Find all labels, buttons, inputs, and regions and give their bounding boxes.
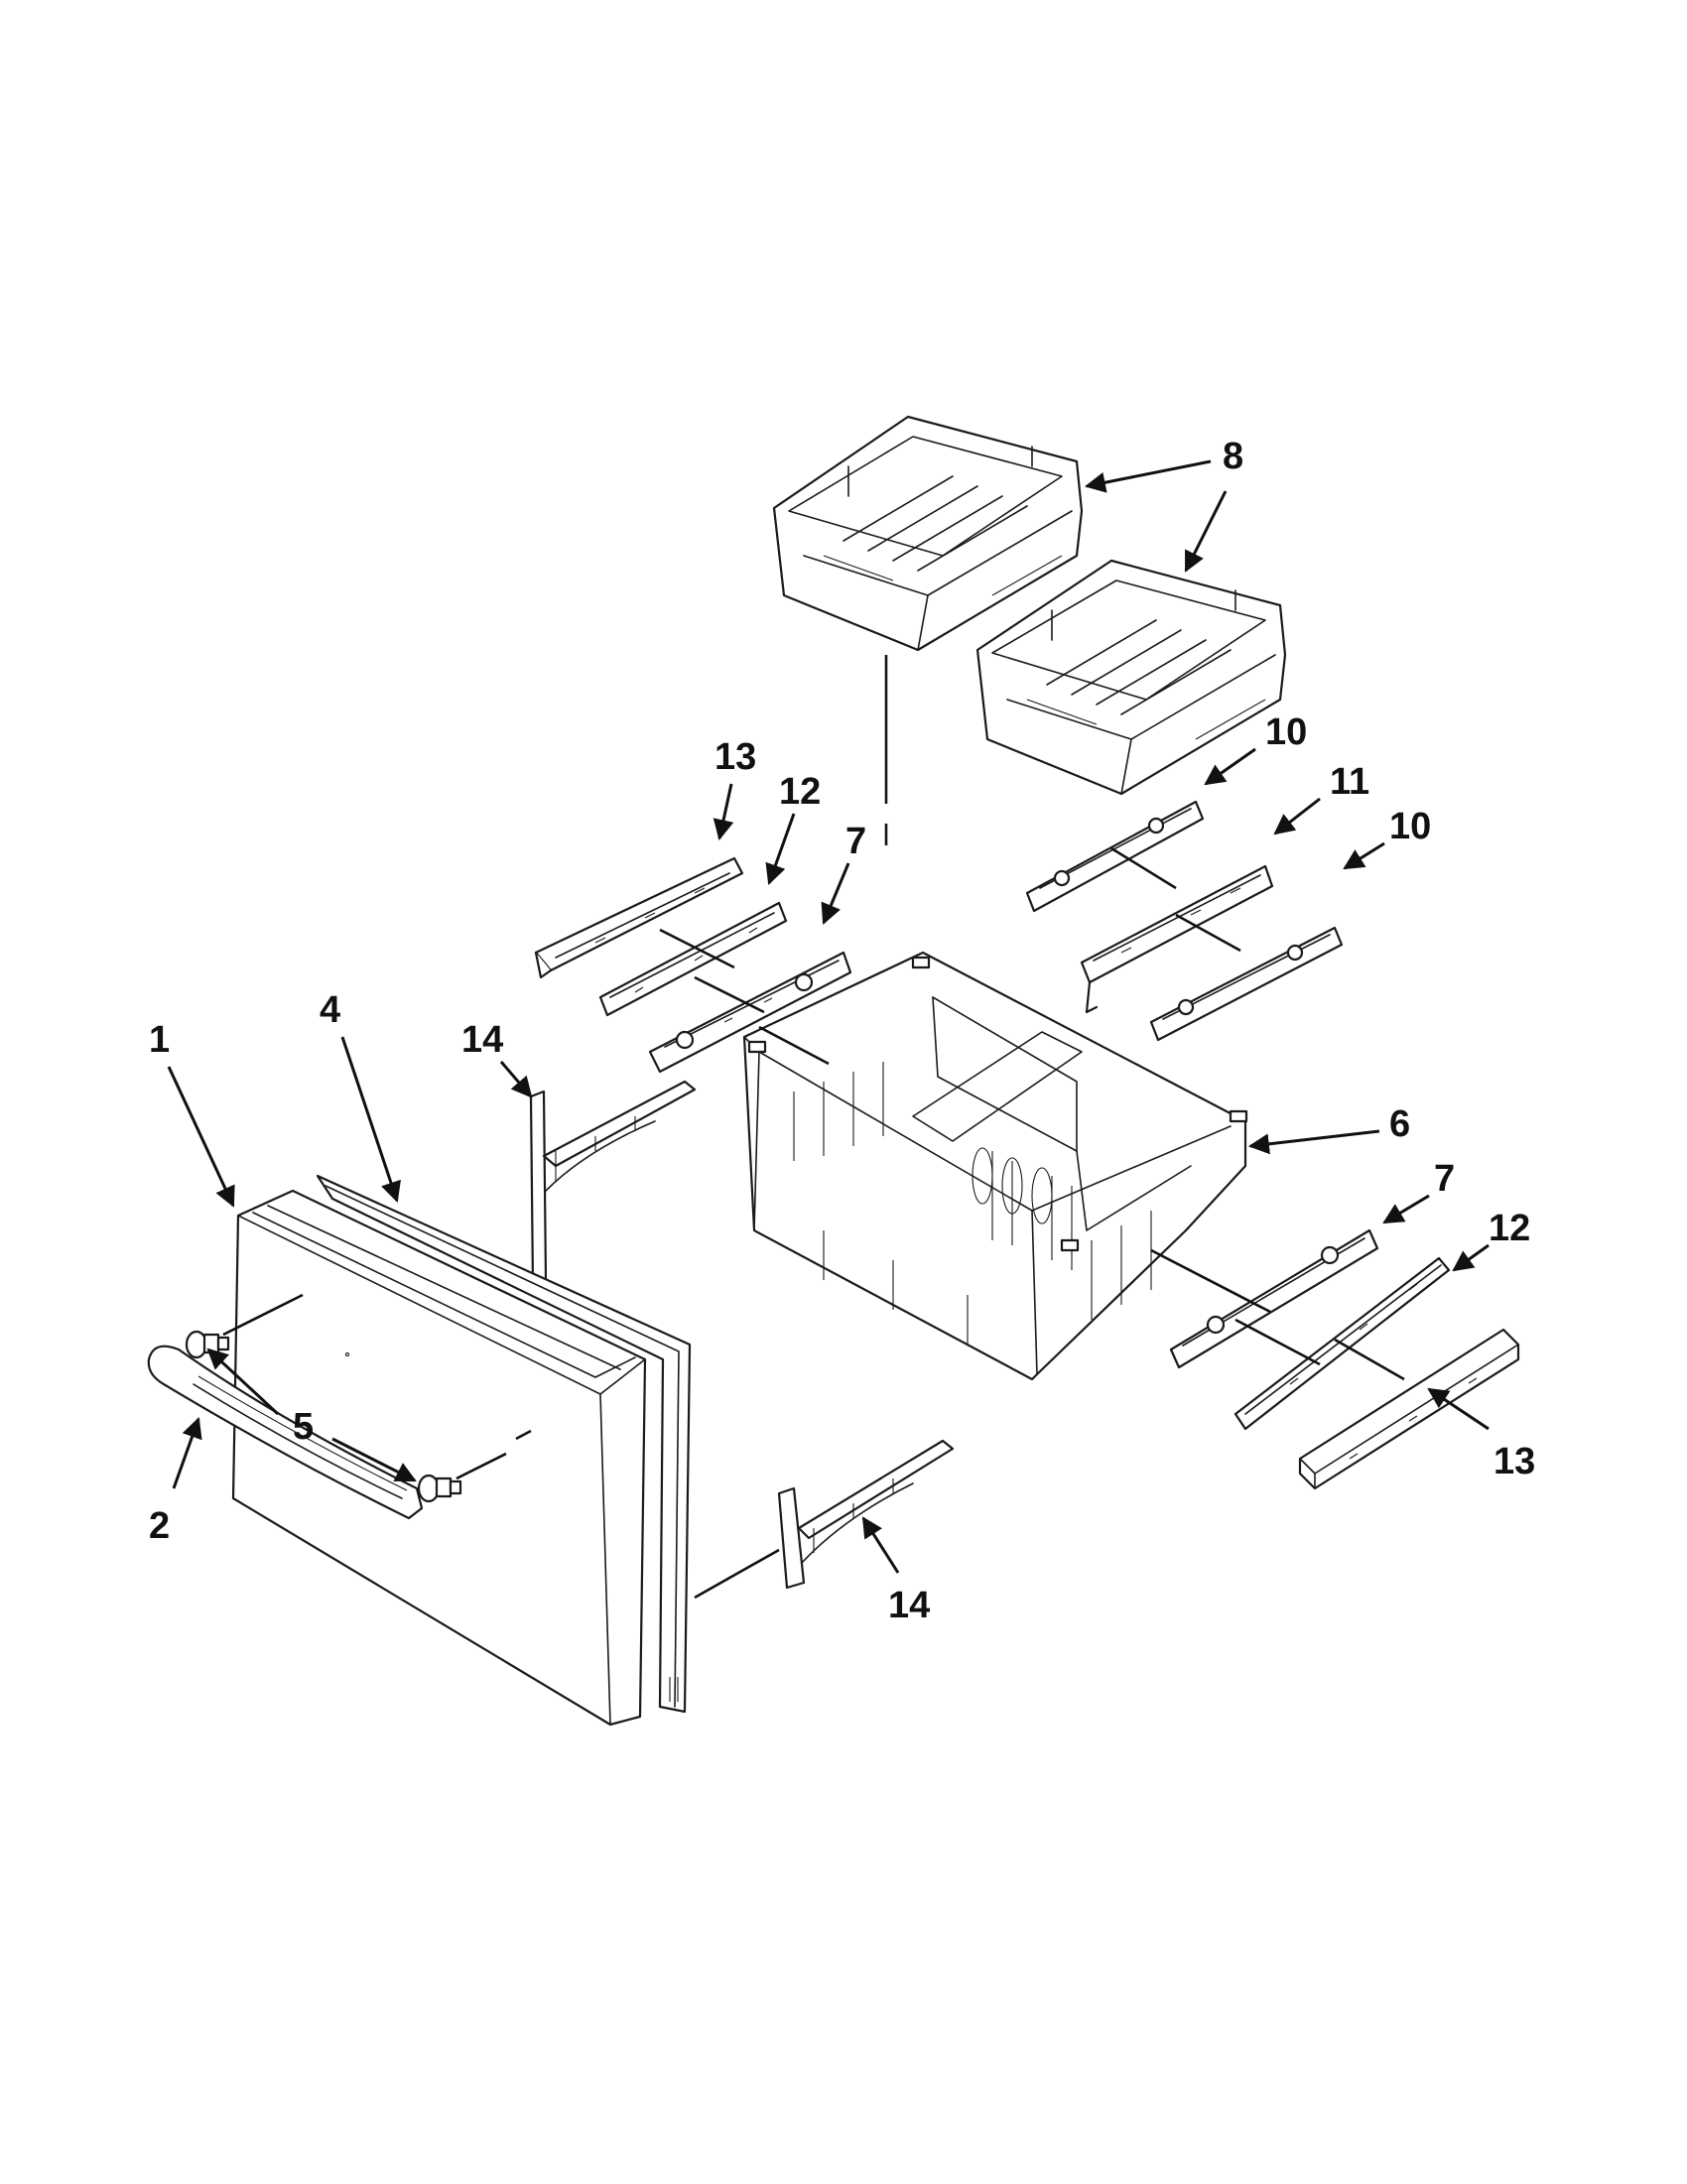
main-freezer-basket	[742, 951, 1248, 1381]
leader-arrows	[167, 459, 1490, 1574]
label-8: 8	[1223, 436, 1243, 477]
label-2: 2	[149, 1505, 170, 1547]
label-6: 6	[1389, 1103, 1410, 1145]
label-7-lower: 7	[1434, 1158, 1455, 1200]
assembly-lines	[222, 655, 1405, 1600]
label-5: 5	[293, 1406, 314, 1448]
upper-left-rail-13	[534, 856, 744, 979]
handle-stud-left	[185, 1330, 230, 1359]
upper-support-bracket-14	[529, 1080, 697, 1287]
label-10-lower: 10	[1389, 806, 1431, 847]
label-13-lower: 13	[1493, 1441, 1535, 1482]
upper-right-rail-10-a	[1025, 800, 1205, 913]
door-gasket	[316, 1174, 692, 1714]
handle-stud-right	[417, 1474, 462, 1503]
upper-basket-right	[975, 559, 1287, 796]
lower-right-rail-7	[1169, 1228, 1379, 1369]
upper-left-rail-7	[648, 951, 852, 1074]
callout-labels: 8 10 11 10 13 12 7 14 1 4 6 7 12 13 5 2 …	[149, 436, 1535, 1626]
freezer-door	[231, 1189, 647, 1727]
label-7-upper: 7	[845, 821, 866, 862]
lower-right-rail-13	[1298, 1328, 1520, 1490]
label-1: 1	[149, 1019, 170, 1061]
upper-basket-left	[772, 415, 1084, 652]
label-14-lower: 14	[888, 1585, 930, 1626]
upper-right-rail-11	[1080, 864, 1274, 1014]
label-10-upper: 10	[1265, 711, 1307, 753]
label-12-lower: 12	[1489, 1208, 1530, 1249]
label-12-upper: 12	[779, 771, 821, 813]
upper-left-rail-12	[598, 901, 788, 1017]
lower-support-bracket-14	[777, 1439, 955, 1590]
label-14-upper: 14	[461, 1019, 503, 1061]
label-4: 4	[320, 989, 340, 1031]
label-13-upper: 13	[714, 736, 756, 778]
door-handle	[147, 1345, 424, 1520]
label-11: 11	[1330, 761, 1369, 803]
upper-right-rail-10-b	[1149, 926, 1344, 1042]
